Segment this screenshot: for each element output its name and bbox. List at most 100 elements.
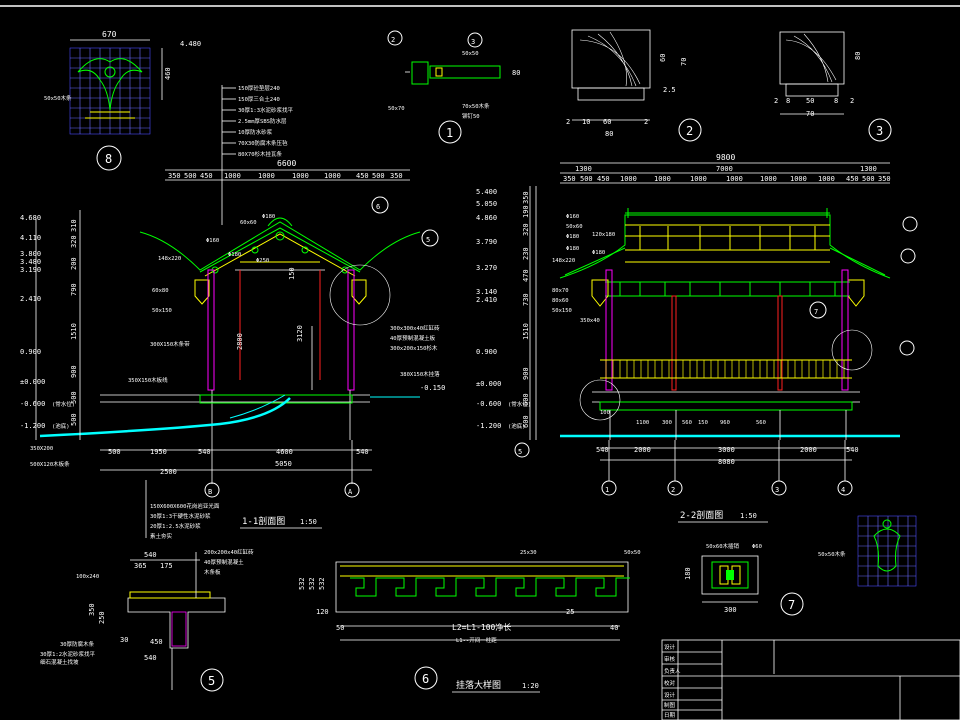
- detail-2-dim-2b: 2: [644, 118, 648, 126]
- s1-top-dim-7: 1000: [324, 172, 341, 180]
- s1-overall-width: 6600: [277, 159, 296, 168]
- s1-roof-outline: [139, 221, 421, 271]
- detail-8-id: 8: [105, 152, 112, 166]
- detail-8-dim-height: 460: [164, 67, 172, 80]
- detail-3-base: [785, 83, 839, 97]
- detail-3-dim-8b: 8: [834, 97, 838, 105]
- s2-top-b-6: 1000: [690, 175, 707, 183]
- s1-dim-2800: 2800: [236, 333, 244, 350]
- d6-scale: 1:20: [522, 682, 539, 690]
- detail-2-dim-70v: 70: [680, 58, 688, 66]
- s1-member-6: 60x80: [152, 288, 169, 294]
- s2-elev-8: 0.900: [476, 348, 497, 356]
- s1-top-dim-1: 350: [168, 172, 181, 180]
- tb-frame: [661, 639, 960, 720]
- s1-elev-label-1: (常水位): [52, 400, 75, 408]
- detail-1-peg: [435, 67, 443, 77]
- s2-bot-5: 540: [846, 446, 859, 454]
- s2-bracket-right: [847, 279, 865, 307]
- detail-7: 50x60木插销 Φ60 180 300 7 50x50木条: [684, 515, 917, 616]
- d6-frame: [335, 561, 629, 613]
- detail-2-id: 2: [686, 124, 693, 138]
- s2-detail-circle-right: [831, 329, 873, 371]
- s2-bot-4: 2000: [800, 446, 817, 454]
- s1-bot-sub-2: 5050: [275, 460, 292, 468]
- s1-axis-B-label: B: [208, 488, 212, 496]
- s1-top-dim-9: 500: [372, 172, 385, 180]
- d5-dim-450: 450: [150, 638, 163, 646]
- s2-axis-4-label: 4: [841, 486, 845, 494]
- s2-top-b-2: 500: [580, 175, 593, 183]
- s2-member-5: Φ180: [566, 246, 579, 252]
- s2-bot-total: 8080: [718, 458, 735, 466]
- s2-elev-9: ±0.000: [476, 380, 501, 388]
- s2-axis-1-label: 1: [605, 486, 609, 494]
- tb-label-2: 审核: [664, 655, 676, 663]
- s2-member-9: 50x150: [552, 308, 572, 314]
- s2-piles: [609, 410, 847, 440]
- tb-label-4: 校对: [664, 679, 676, 687]
- detail-2-dim-2a: 2: [566, 118, 570, 126]
- d6-span: L2=L1-100净长: [452, 622, 511, 632]
- s1-top-dim-5: 1000: [258, 172, 275, 180]
- s1-floor-note-2: 40厚预制混凝土板: [390, 334, 436, 342]
- detail-1-note: 铆钉50: [462, 112, 480, 120]
- tb-label-3: 负责人: [664, 667, 681, 675]
- s2-elev-7: 2.410: [476, 296, 497, 304]
- s1-column-left: [207, 269, 215, 391]
- s1-member-2: Φ250: [256, 258, 269, 264]
- d6-dim-25x30: 25x30: [520, 550, 537, 556]
- s1-vdim-3: 200: [70, 257, 78, 270]
- s2-column-1: [605, 269, 613, 391]
- s2-inner-3: 300: [662, 420, 672, 426]
- s1-elev-7: 0.900: [20, 348, 41, 356]
- s2-callout-7-num: 7: [814, 308, 818, 316]
- s1-member-7: 50x150: [152, 308, 172, 314]
- detail-1-post: [411, 61, 429, 85]
- s2-top-b-9: 1000: [790, 175, 807, 183]
- s2-elev-10: -0.600: [476, 400, 501, 408]
- s2-lattice-bars: [619, 282, 836, 296]
- detail-3-bubble: [868, 118, 892, 142]
- s2-inner-5: 150: [698, 420, 708, 426]
- s2-inner-7: 560: [756, 420, 766, 426]
- s2-vdim-4: 230: [522, 247, 530, 260]
- detail-1-dim-a: 50x70: [388, 106, 405, 112]
- s1-elev-11: -0.150: [420, 384, 445, 392]
- title-block: 设计 审核 负责人 校对 设计 制图 日期: [661, 639, 960, 720]
- d6-dim-50: 50: [336, 624, 344, 632]
- s1-elev-8: ±0.000: [20, 378, 45, 386]
- s1-vdim-4: 790: [70, 283, 78, 296]
- detail-8-ornament: [77, 58, 143, 111]
- d5-dim-540b: 540: [144, 654, 157, 662]
- d7-grid: [858, 516, 916, 586]
- s1-floor-note-1: 300x300x40红缸砖: [390, 324, 440, 332]
- s1-detail-circle: [329, 264, 391, 326]
- d7-dim-180: 180: [684, 567, 692, 580]
- s2-purlins: [625, 224, 830, 263]
- tb-label-7: 日期: [664, 712, 676, 719]
- d6-span-sub: L1--开间一柱距: [456, 636, 497, 644]
- d7-dim-pin: 50x60木插销: [706, 542, 740, 550]
- lattice-segment: [430, 577, 470, 597]
- detail-2: 60 80 60 70 2.5 2 10 2 2: [566, 29, 702, 142]
- d5-dim-350: 350: [88, 603, 96, 616]
- detail-2-bubble: [678, 118, 702, 142]
- s2-top-b-12: 500: [862, 175, 875, 183]
- s1-top-dim-2: 500: [184, 172, 197, 180]
- s2-bracket-left: [591, 279, 609, 307]
- s1-roof-legend-5: 10厚防水砂浆: [238, 128, 273, 136]
- detail-1: 2 3 50x70 70x50木条 铆钉50 50x50 80 1: [387, 30, 520, 144]
- detail-3-grain: [785, 33, 837, 83]
- s2-elev-label-1: (常水位): [508, 400, 531, 408]
- detail-3-dim-2a: 2: [774, 97, 778, 105]
- s2-callout-a: [902, 216, 918, 232]
- s2-callout-b: [900, 248, 916, 264]
- detail-2-outline: [571, 29, 651, 89]
- s1-member-5: Φ160: [206, 238, 219, 244]
- s1-member-1: Φ180: [262, 214, 275, 220]
- detail-5: 540 365 175 100x240 350 250 450 30 540 2…: [40, 548, 254, 692]
- detail-8-bubble: [96, 145, 122, 171]
- s1-bot-dim-2: 1950: [150, 448, 167, 456]
